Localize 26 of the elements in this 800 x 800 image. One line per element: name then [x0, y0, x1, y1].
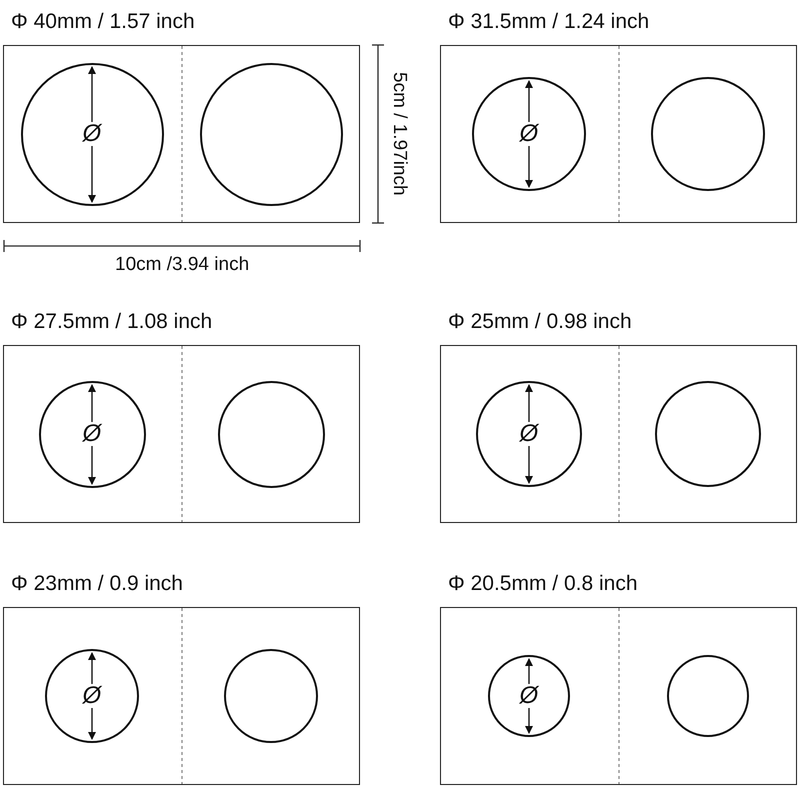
coin-circle — [667, 655, 749, 737]
coin-circle — [476, 381, 582, 487]
coin-circle — [218, 380, 324, 488]
coin-circle — [200, 62, 342, 206]
coin-circle — [45, 649, 139, 743]
diameter-symbol: Ø — [82, 122, 102, 146]
size-heading: Φ 40mm / 1.57 inch — [11, 9, 195, 35]
dimension-label: 10cm /3.94 inch — [115, 254, 250, 276]
size-heading: Φ 20.5mm / 0.8 inch — [448, 571, 638, 597]
coin-circle — [651, 77, 765, 191]
diameter-symbol: Ø — [82, 684, 102, 708]
size-heading: Φ 23mm / 0.9 inch — [11, 571, 183, 597]
coin-circle — [488, 655, 570, 737]
size-heading: Φ 25mm / 0.98 inch — [448, 309, 632, 335]
diameter-symbol: Ø — [82, 422, 102, 446]
coin-circle — [224, 649, 318, 743]
coin-circle — [655, 381, 761, 487]
size-heading: Φ 31.5mm / 1.24 inch — [448, 9, 650, 35]
size-heading: Φ 27.5mm / 1.08 inch — [11, 309, 212, 335]
dimension-label: 5cm / 1.97inch — [388, 72, 410, 196]
coin-circle — [20, 62, 164, 206]
coin-circle — [472, 77, 586, 191]
coin-circle — [38, 380, 146, 488]
diameter-symbol: Ø — [518, 422, 540, 446]
diameter-symbol: Ø — [518, 684, 540, 708]
diameter-symbol: Ø — [518, 122, 540, 146]
